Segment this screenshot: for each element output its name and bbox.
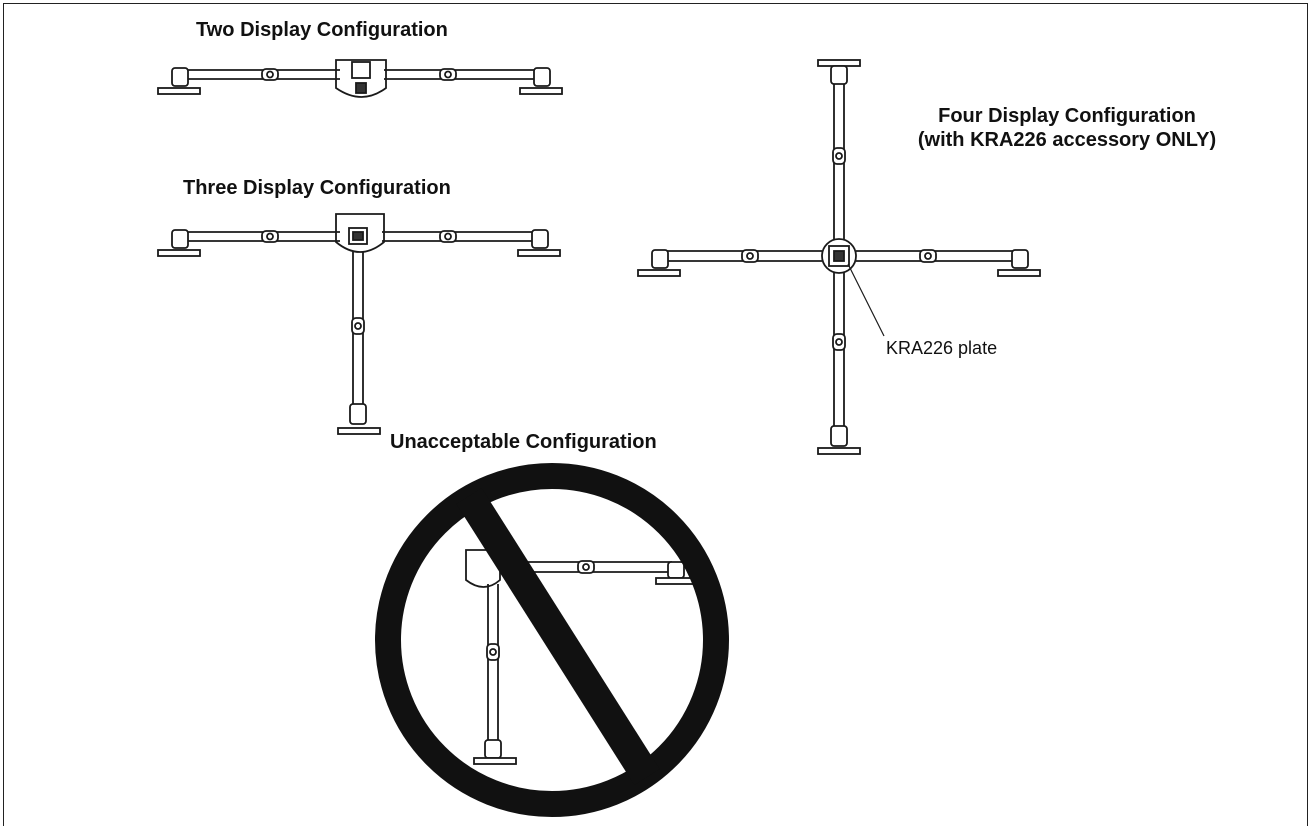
two-display-configuration [157,59,563,98]
prohibition-circle [375,463,729,817]
four-display-title: Four Display Configuration (with KRA226 … [868,104,1266,152]
diagram-frame [3,3,1308,826]
four-display-configuration [637,59,1041,455]
unacceptable-configuration [375,463,729,817]
four-display-title-line2: (with KRA226 accessory ONLY) [917,129,1217,151]
four-display-title-line1: Four Display Configuration [938,105,1196,127]
three-display-title: Three Display Configuration [183,177,451,199]
prohibition-slash [456,487,660,786]
kra226-plate-leader [847,263,885,337]
two-display-title: Two Display Configuration [196,19,448,41]
kra226-plate-label: KRA226 plate [886,338,998,358]
three-display-configuration [157,213,561,435]
unacceptable-title: Unacceptable Configuration [390,431,657,453]
